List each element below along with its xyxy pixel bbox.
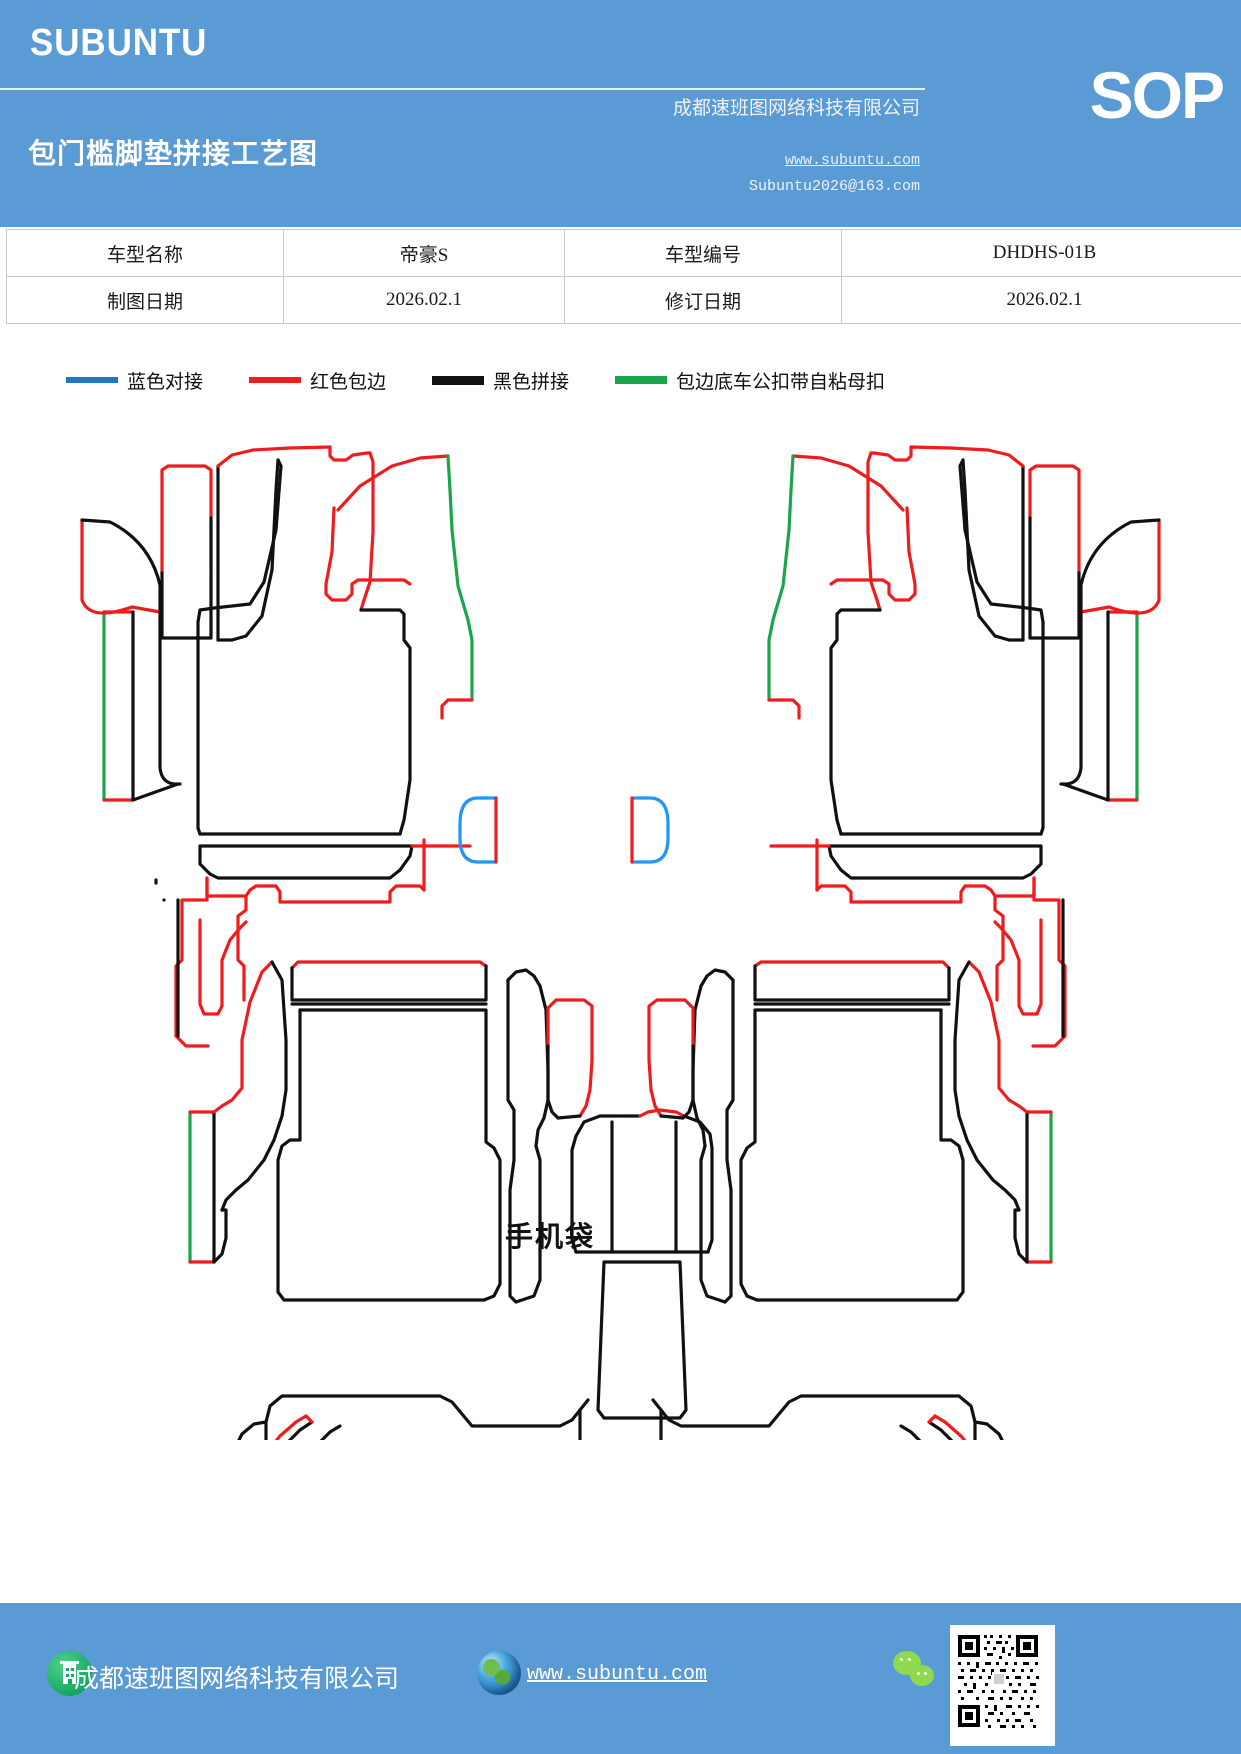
rear-left-top-bar [290, 960, 488, 1006]
rear-right-top-bar [753, 960, 951, 1006]
legend-swatch-red-icon [249, 377, 302, 383]
rear-top-left-hook [198, 918, 248, 1016]
cell-model-name-label: 车型名称 [6, 229, 284, 277]
wechat-eye-1 [900, 1658, 903, 1661]
legend-item-red: 红色包边 [249, 367, 386, 394]
front-right-tall-rect [1028, 464, 1081, 640]
phone-pocket-left-shape [458, 796, 498, 864]
rear-right-lower-tail [899, 1414, 1013, 1530]
legend-label-blue: 蓝色对接 [127, 371, 204, 393]
cell-model-code-value: DHDHS-01B [841, 229, 1241, 277]
legend-swatch-blue-icon [66, 377, 118, 383]
front-left-heel-pad [324, 454, 474, 720]
globe-icon [477, 1651, 521, 1695]
rear-top-right-hook [993, 918, 1043, 1016]
front-left-lower-shelf [198, 844, 472, 880]
table-row: 车型名称 帝豪S 车型编号 DHDHS-01B [6, 229, 1241, 277]
cell-draw-date-label: 制图日期 [6, 276, 284, 324]
building-glyph-icon [60, 1661, 79, 1684]
front-right-main-body [829, 445, 1045, 836]
rear-left-outer-wing [212, 960, 288, 1264]
page-title: 包门槛脚垫拼接工艺图 [28, 138, 319, 169]
cell-model-code-label: 车型编号 [564, 229, 842, 277]
front-left-angled-strip [216, 448, 280, 642]
qr-code-glyph-icon [954, 1629, 1043, 1734]
page-footer: 成都速班图网络科技有限公司 www.subuntu.com [0, 1603, 1241, 1754]
front-right-tail-piece [815, 838, 1067, 1048]
cell-revise-date-value: 2026.02.1 [841, 276, 1241, 324]
legend-swatch-black-icon [432, 375, 485, 385]
legend-item-green: 包边底车公扣带自粘母扣 [615, 367, 885, 394]
front-right-sill-strip [1106, 610, 1139, 802]
company-building-icon [47, 1651, 92, 1696]
wechat-bubble-small [910, 1665, 934, 1686]
footer-website-link[interactable]: www.subuntu.com [527, 1663, 708, 1686]
qr-code [950, 1625, 1055, 1746]
cell-draw-date-value: 2026.02.1 [283, 276, 565, 324]
header-email[interactable]: Subuntu2026@163.com [748, 178, 920, 195]
legend-item-blue: 蓝色对接 [66, 367, 203, 394]
front-left-kick-panel [80, 518, 182, 802]
brand-logo: SUBUNTU [30, 22, 208, 64]
phone-pocket-label: 手机袋 [505, 1221, 596, 1252]
header-website-link[interactable]: www.subuntu.com [784, 152, 920, 169]
front-left-upper-strip [154, 878, 166, 902]
front-right-angled-strip [961, 448, 1025, 642]
rear-right-lower-cross [651, 1394, 977, 1494]
front-left-tall-rect [160, 464, 213, 640]
front-right-heel-pad [767, 454, 917, 720]
rear-center-tunnel-bottom [596, 1260, 688, 1420]
front-left-tail-piece [174, 838, 426, 1048]
cell-model-name-value: 帝豪S [283, 229, 565, 277]
rear-left-lower-cross [264, 1394, 590, 1494]
cell-revise-date-label: 修订日期 [564, 276, 842, 324]
phone-pocket-right-shape [630, 796, 670, 864]
page-header: SUBUNTU 成都速班图网络科技有限公司 包门槛脚垫拼接工艺图 www.sub… [0, 0, 1241, 227]
wechat-eye-4 [924, 1672, 927, 1675]
legend: 蓝色对接 红色包边 黑色拼接 包边底车公扣带自粘母扣 [66, 360, 1146, 400]
rear-center-tunnel-top [570, 1108, 714, 1254]
front-right-lower-shelf [769, 844, 1043, 880]
wechat-eye-3 [917, 1672, 920, 1675]
front-left-main-body [196, 445, 412, 836]
legend-item-black: 黑色拼接 [432, 367, 569, 394]
rear-center-right-red-piece [647, 998, 695, 1120]
rear-left-main-mat [276, 1008, 502, 1302]
rear-left-sill-strip [188, 1110, 216, 1264]
rear-center-left-red-piece [546, 998, 594, 1120]
front-left-sill-strip [102, 610, 135, 802]
rear-right-outer-wing [953, 960, 1029, 1264]
legend-label-black: 黑色拼接 [493, 371, 570, 393]
header-divider [0, 88, 925, 90]
wechat-eye-2 [908, 1658, 911, 1661]
legend-label-green: 包边底车公扣带自粘母扣 [676, 371, 886, 393]
mat-drawing-area: 手机袋 [0, 400, 1241, 1530]
sop-badge: SOP [1089, 58, 1225, 132]
rear-right-sill-strip [1025, 1110, 1053, 1264]
legend-swatch-green-icon [615, 376, 668, 384]
header-company-name: 成都速班图网络科技有限公司 [672, 98, 920, 119]
rear-right-main-mat [739, 1008, 965, 1302]
table-row: 制图日期 2026.02.1 修订日期 2026.02.1 [6, 276, 1241, 324]
footer-company-name: 成都速班图网络科技有限公司 [74, 1666, 400, 1693]
mat-pattern-svg [80, 445, 1161, 1530]
vehicle-info-table: 车型名称 帝豪S 车型编号 DHDHS-01B 制图日期 2026.02.1 修… [6, 229, 1241, 324]
front-right-kick-panel [1059, 518, 1161, 802]
wechat-icon [893, 1651, 941, 1693]
rear-left-lower-tail [228, 1414, 342, 1530]
legend-label-red: 红色包边 [310, 371, 387, 393]
